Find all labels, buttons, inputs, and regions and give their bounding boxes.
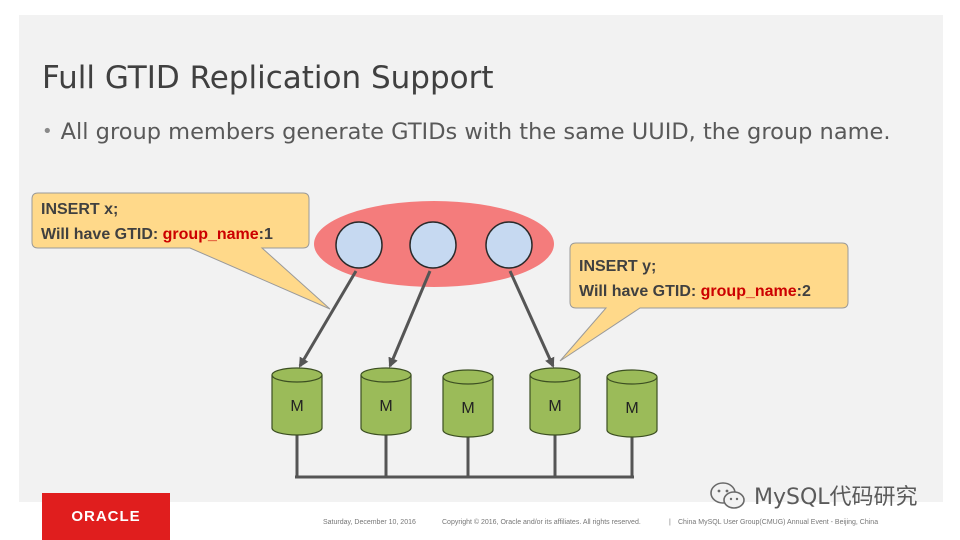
slide-title: Full GTID Replication Support [42, 60, 494, 96]
callout-right-prefix: Will have GTID: [579, 283, 701, 300]
member-label-5: M [625, 400, 639, 417]
member-label-3: M [461, 400, 475, 417]
network-bus [295, 432, 634, 479]
member-cylinder-5 [606, 369, 658, 438]
client-circle-2 [409, 221, 457, 269]
callout-right-shape [559, 242, 849, 362]
member-cylinder-3 [442, 369, 494, 438]
footer-date: Saturday, December 10, 2016 [323, 519, 416, 526]
member-label-2: M [379, 398, 393, 415]
callout-left-shape [31, 192, 331, 310]
footer-separator: | [669, 519, 671, 526]
wechat-icon [710, 482, 745, 509]
bullet-item: • All group members generate GTIDs with t… [42, 119, 891, 145]
member-cylinder-2 [360, 367, 412, 436]
callout-left-line2: Will have GTID: group_name:1 [41, 222, 273, 247]
client-circle-1 [335, 221, 383, 269]
arrow-2 [388, 270, 432, 368]
oracle-logo-text: ORACLE [71, 508, 141, 525]
callout-left-suffix: :1 [258, 226, 273, 243]
bullet-dot-icon: • [42, 121, 53, 142]
callout-left-text: INSERT x; Will have GTID: group_name:1 [41, 197, 273, 247]
member-label-1: M [290, 398, 304, 415]
watermark-text: MySQL代码研究 [754, 485, 918, 510]
callout-right-line2: Will have GTID: group_name:2 [579, 279, 811, 304]
watermark: MySQL代码研究 [708, 478, 918, 512]
callout-left-group-name: group_name [162, 226, 259, 243]
member-cylinder-1 [271, 367, 323, 436]
footer-event: China MySQL User Group(CMUG) Annual Even… [678, 519, 879, 526]
callout-left-line1: INSERT x; [41, 201, 119, 218]
callout-left-prefix: Will have GTID: [41, 226, 163, 243]
arrow-3 [508, 270, 555, 368]
footer-copyright: Copyright © 2016, Oracle and/or its affi… [442, 519, 641, 526]
client-circle-3 [485, 221, 533, 269]
callout-right-text: INSERT y; Will have GTID: group_name:2 [579, 254, 811, 304]
arrow-1 [298, 270, 358, 368]
callout-right-group-name: group_name [700, 283, 797, 300]
bullet-text: All group members generate GTIDs with th… [60, 119, 891, 145]
member-cylinder-4 [529, 367, 581, 436]
member-label-4: M [548, 398, 562, 415]
callout-right-line1: INSERT y; [579, 258, 657, 275]
callout-right-suffix: :2 [796, 283, 811, 300]
oracle-logo: ORACLE [42, 493, 170, 540]
